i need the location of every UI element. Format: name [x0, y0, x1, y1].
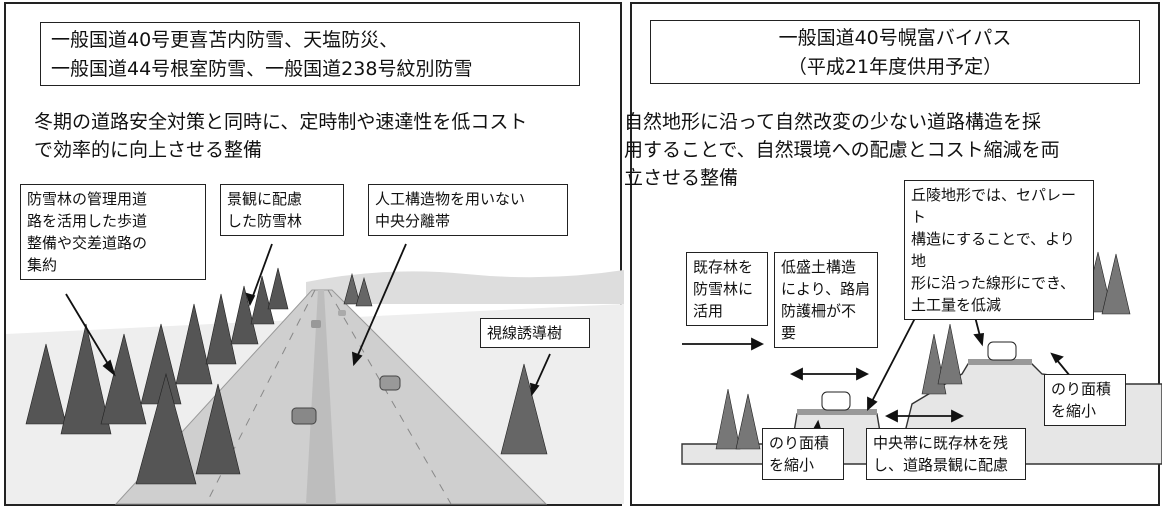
right-title-line2: （平成21年度供用予定）	[787, 56, 1003, 78]
label-median-forest: 中央帯に既存林を残 し、道路景観に配慮	[866, 428, 1026, 480]
label-slope-area-left: のり面積 を縮小	[762, 428, 844, 480]
label-snowbreak-forest-road: 防雪林の管理用道 路を活用した歩道 整備や交差道路の 集約	[20, 184, 206, 280]
left-panel: 一般国道40号更喜苫内防雪、天塩防災、 一般国道44号根室防雪、一般国道238号…	[4, 2, 624, 506]
label-low-embankment: 低盛土構造 により、路肩 防護柵が不 要	[774, 252, 878, 348]
label-median: 人工構造物を用いない 中央分離帯	[368, 184, 568, 236]
left-title-box: 一般国道40号更喜苫内防雪、天塩防災、 一般国道44号根室防雪、一般国道238号…	[40, 22, 580, 86]
right-title-box: 一般国道40号幌富バイパス （平成21年度供用予定）	[650, 20, 1140, 84]
left-description: 冬期の道路安全対策と同時に、定時制や速達性を低コスト で効率的に向上させる整備	[34, 111, 528, 161]
right-description: 自然地形に沿って自然改変の少ない道路構造を採 用することで、自然環境への配慮とコ…	[624, 111, 1060, 189]
label-slope-area-right: のり面積 を縮小	[1044, 374, 1126, 426]
label-hills: 丘陵地形では、セパレート 構造にすることで、より地 形に沿った線形にでき、 土工…	[904, 180, 1094, 320]
road-illustration	[6, 243, 624, 505]
label-guide-trees: 視線誘導樹	[480, 318, 590, 348]
label-existing-forest: 既存林を 防雪林に 活用	[686, 252, 768, 326]
left-title-line1: 一般国道40号更喜苫内防雪、天塩防災、	[51, 29, 399, 51]
label-scenery-forest: 景観に配慮 した防雪林	[220, 184, 344, 236]
left-title-line2: 一般国道44号根室防雪、一般国道238号紋別防雪	[51, 58, 473, 80]
right-title-line1: 一般国道40号幌富バイパス	[778, 27, 1012, 49]
right-panel: 一般国道40号幌富バイパス （平成21年度供用予定） 自然地形に沿って自然改変の…	[624, 2, 1162, 506]
